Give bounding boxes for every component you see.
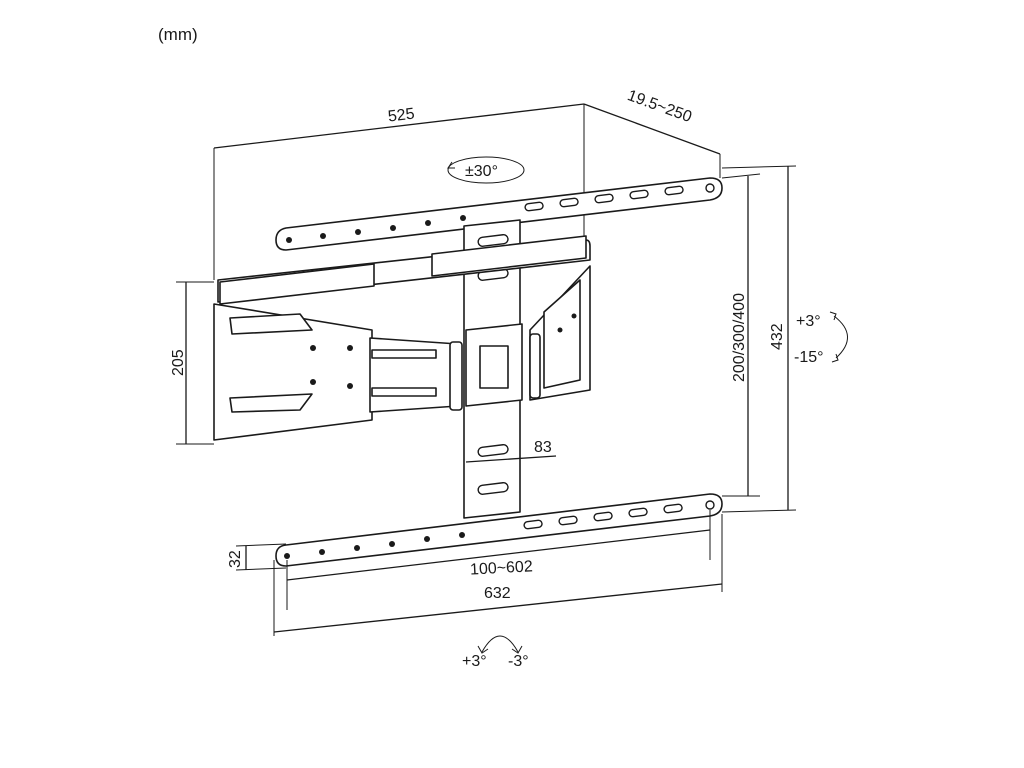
- dimension-vesa-label: 200/300/400: [731, 293, 748, 382]
- tilt-rotation-arrow: [833, 315, 848, 359]
- dimension-total-height: 432: [721, 165, 797, 513]
- dimension-bracket-height: 205: [170, 281, 214, 445]
- dimension-plate-width-label: 83: [534, 439, 552, 456]
- top-vesa-rail: [275, 177, 723, 251]
- level-minus-label: -3°: [508, 653, 529, 670]
- dimension-rail-height-label: 32: [227, 550, 244, 568]
- dimension-width-label: 525: [387, 106, 416, 126]
- dimension-plate-width: 83: [465, 439, 557, 463]
- dimension-width: 525: [213, 103, 585, 280]
- top-rail-holes: [286, 215, 466, 243]
- tilt-up-label: +3°: [796, 313, 821, 330]
- dimension-rail-height: 32: [227, 543, 287, 571]
- tilt-indicator: +3° -15°: [794, 311, 848, 366]
- dimension-vesa-vertical: 200/300/400: [721, 173, 761, 497]
- dimension-rail-width-label: 632: [484, 585, 511, 602]
- dimension-depth: 19.5~250: [583, 87, 721, 178]
- bottom-rail-slots: [523, 500, 715, 530]
- level-rotation-arrow: [481, 635, 519, 653]
- swivel-label: ±30°: [465, 163, 498, 180]
- bottom-rail-holes: [284, 532, 465, 559]
- swing-arm: [369, 265, 591, 413]
- swivel-rotation-arrow: [447, 156, 525, 184]
- top-rail-slots: [524, 183, 715, 212]
- level-adjust-indicator: +3° -3°: [462, 635, 529, 670]
- unit-label: (mm): [158, 25, 198, 44]
- dimension-depth-label: 19.5~250: [625, 87, 694, 126]
- wall-plate: [213, 235, 591, 441]
- dimension-hole-span: 100~602: [286, 510, 711, 610]
- dimension-hole-span-label: 100~602: [470, 558, 534, 578]
- dimension-bracket-height-label: 205: [170, 349, 187, 376]
- tilt-down-label: -15°: [794, 349, 824, 366]
- vertical-tv-plate: [463, 219, 523, 519]
- dimension-rail-width: 632: [273, 514, 723, 636]
- dimension-total-height-label: 432: [769, 323, 786, 350]
- level-plus-label: +3°: [462, 653, 487, 670]
- swivel-indicator: ±30°: [447, 156, 525, 184]
